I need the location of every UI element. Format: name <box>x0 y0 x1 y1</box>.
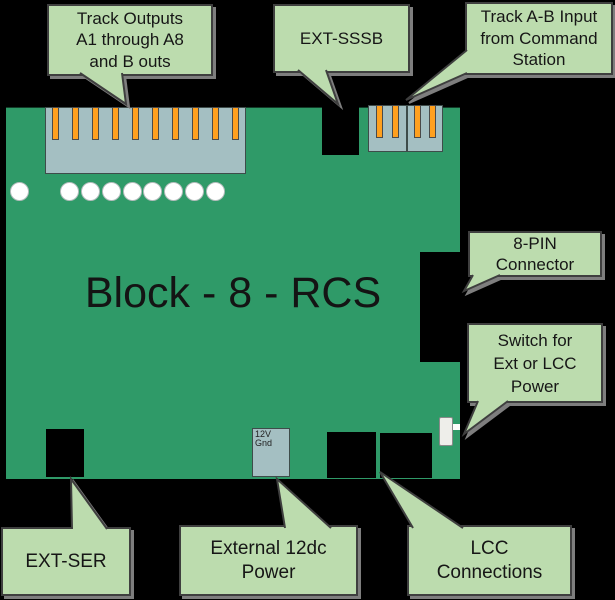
connector-pin <box>52 107 59 140</box>
pointer-eight-pin <box>461 274 501 294</box>
callout-line: External 12dc <box>210 537 327 559</box>
pointer-power-switch <box>461 400 509 438</box>
track-input-connector-b <box>407 105 443 152</box>
callout-ext-ser: EXT-SER <box>1 527 131 596</box>
board-hole <box>122 182 142 201</box>
board-hole <box>164 182 184 201</box>
board-hole-row <box>60 182 225 201</box>
connector-pin <box>376 105 383 138</box>
ext-sssb-connector <box>322 107 359 155</box>
board-hole <box>101 182 121 201</box>
board-hole <box>60 182 79 201</box>
callout-lcc-connections: LCC Connections <box>407 525 572 596</box>
connector-pin <box>112 107 119 140</box>
connector-pin <box>212 107 219 140</box>
callout-power-switch: Switch for Ext or LCC Power <box>467 323 603 403</box>
callout-line: from Command <box>480 28 598 48</box>
eight-pin-connector <box>420 252 460 362</box>
track-output-connector <box>45 107 246 174</box>
callout-line: Connector <box>495 255 575 274</box>
callout-track-ab-input: Track A-B Input from Command Station <box>465 2 613 75</box>
lcc-connector-2 <box>380 433 432 478</box>
pointer-external-power <box>275 476 332 529</box>
callout-line: 8-PIN <box>513 233 557 253</box>
lcc-connector-1 <box>327 432 376 478</box>
power-pin-label-12v: 12V <box>255 429 272 439</box>
ext-ser-connector <box>46 429 84 477</box>
external-power-connector: 12V Gnd <box>252 428 290 477</box>
connector-pin <box>92 107 99 140</box>
board-hole <box>185 182 205 201</box>
connector-pin <box>192 107 199 140</box>
callout-line: Switch for <box>497 330 573 350</box>
callout-line: and B outs <box>89 51 171 71</box>
power-pin-label-gnd: Gnd <box>255 438 273 448</box>
board-hole <box>143 182 163 201</box>
callout-ext-sssb: EXT-SSSB <box>273 4 410 73</box>
callout-line: LCC <box>470 537 509 559</box>
connector-pin <box>72 107 79 140</box>
callout-line: Track A-B Input <box>480 7 598 27</box>
callout-line: EXT-SER <box>25 550 107 572</box>
callout-eight-pin-connector: 8-PIN Connector <box>468 231 602 277</box>
connector-pin <box>232 107 239 140</box>
power-connector-labels: 12V Gnd <box>255 430 272 448</box>
pointer-track-ab-input <box>405 49 468 101</box>
callout-line: Station <box>512 50 566 70</box>
connector-pin <box>132 107 139 140</box>
callout-external-power: External 12dc Power <box>179 525 358 596</box>
callout-track-outputs: Track Outputs A1 through A8 and B outs <box>47 4 213 76</box>
callout-line: Power <box>241 561 296 583</box>
power-switch <box>439 417 453 446</box>
pointer-track-outputs <box>79 72 128 107</box>
connector-pin <box>152 107 159 140</box>
board-hole <box>10 182 29 201</box>
callout-line: Track Outputs <box>76 8 184 28</box>
pointer-lcc <box>379 471 464 529</box>
callout-line: Power <box>510 376 560 396</box>
connector-pin <box>172 107 179 140</box>
callout-line: Ext or LCC <box>493 353 577 373</box>
pointer-ext-ser <box>69 475 108 530</box>
pointer-ext-sssb <box>297 69 341 108</box>
connector-pin <box>414 105 421 138</box>
connector-pin <box>392 105 399 138</box>
connector-pin <box>429 105 436 138</box>
board-title: Block - 8 - RCS <box>84 269 382 317</box>
track-input-connector-a <box>368 105 407 152</box>
callout-line: EXT-SSSB <box>299 28 384 48</box>
board-hole <box>205 182 225 201</box>
callout-line: A1 through A8 <box>76 30 184 50</box>
power-switch-lever <box>453 424 460 430</box>
board-hole <box>80 182 100 201</box>
callout-line: Connections <box>436 561 543 583</box>
